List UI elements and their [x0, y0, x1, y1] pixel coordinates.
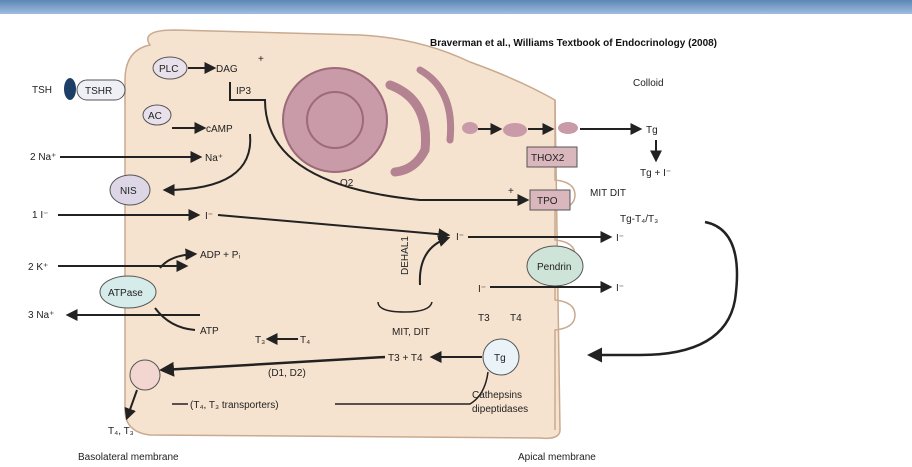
- iodide-pendrin-label: I⁻: [478, 284, 486, 295]
- pendrin-label: Pendrin: [537, 262, 571, 273]
- t4-arrow-label: T₄: [300, 335, 310, 346]
- t3-top-label: T3: [478, 313, 490, 324]
- tg-t4-t3-to-lysosome-arrow: [590, 222, 737, 355]
- ac-label: AC: [148, 111, 162, 122]
- tsh-label: TSH: [32, 85, 52, 96]
- camp-label: cAMP: [206, 124, 233, 135]
- na-out-label: 3 Na⁺: [28, 310, 54, 321]
- adp-label: ADP + Pᵢ: [200, 250, 240, 261]
- vesicle: [503, 123, 527, 137]
- mit-dit-small-label: MIT DIT: [590, 188, 626, 199]
- t4-top-label: T4: [510, 313, 522, 324]
- iodide-colloid-label-2: I⁻: [616, 283, 624, 294]
- colloid-label: Colloid: [633, 78, 664, 89]
- dehal1-label: DEHAL1: [400, 236, 411, 275]
- t3-t4-label: T3 + T4: [388, 353, 423, 364]
- dag-label: DAG: [216, 64, 238, 75]
- nis-label: NIS: [120, 186, 137, 197]
- plc-label: PLC: [159, 64, 178, 75]
- nucleus: [283, 68, 387, 172]
- k-left-label: 2 K⁺: [28, 262, 48, 273]
- transporters-label: (T₄, T₃ transporters): [190, 400, 279, 411]
- tsh-marker: [64, 78, 76, 100]
- cathepsins-label-line2: dipeptidases: [472, 404, 528, 415]
- apical-membrane-label: Apical membrane: [518, 452, 596, 463]
- tg-top-label: Tg: [646, 125, 658, 136]
- na-left-label: 2 Na⁺: [30, 152, 56, 163]
- thox2-label: THOX2: [531, 153, 565, 164]
- tg-t4-t3-label: Tg-T₄/T₃: [620, 214, 658, 225]
- basolateral-membrane-label: Basolateral membrane: [78, 452, 179, 463]
- tg-iodide-label: Tg + I⁻: [640, 168, 671, 179]
- plus-sign-2: +: [508, 186, 514, 197]
- basolateral-transporter: [130, 360, 160, 390]
- na-in-label: Na⁺: [205, 153, 223, 164]
- o2-label: O2: [340, 178, 354, 189]
- tg-circle-label: Tg: [494, 353, 506, 364]
- vesicle: [462, 122, 478, 134]
- iodide-cell-label: I⁻: [205, 211, 213, 222]
- mit-dit-label: MIT, DIT: [392, 327, 430, 338]
- t4-t3-out-label: T₄, T₃: [108, 426, 134, 437]
- plus-sign-1: +: [258, 54, 264, 65]
- tpo-label: TPO: [537, 196, 558, 207]
- t3-converted-label: T₃: [255, 335, 265, 346]
- iodide-left-label: 1 I⁻: [32, 210, 48, 221]
- deiodinases-label: (D1, D2): [268, 368, 306, 379]
- iodide-mid-label: I⁻: [456, 232, 464, 243]
- iodide-colloid-label-1: I⁻: [616, 233, 624, 244]
- vesicle: [558, 122, 578, 134]
- atpase-label: ATPase: [108, 288, 143, 299]
- atp-label: ATP: [200, 326, 219, 337]
- citation: Braverman et al., Williams Textbook of E…: [430, 38, 717, 49]
- ip3-label: IP3: [236, 86, 251, 97]
- tshr-label: TSHR: [85, 86, 112, 97]
